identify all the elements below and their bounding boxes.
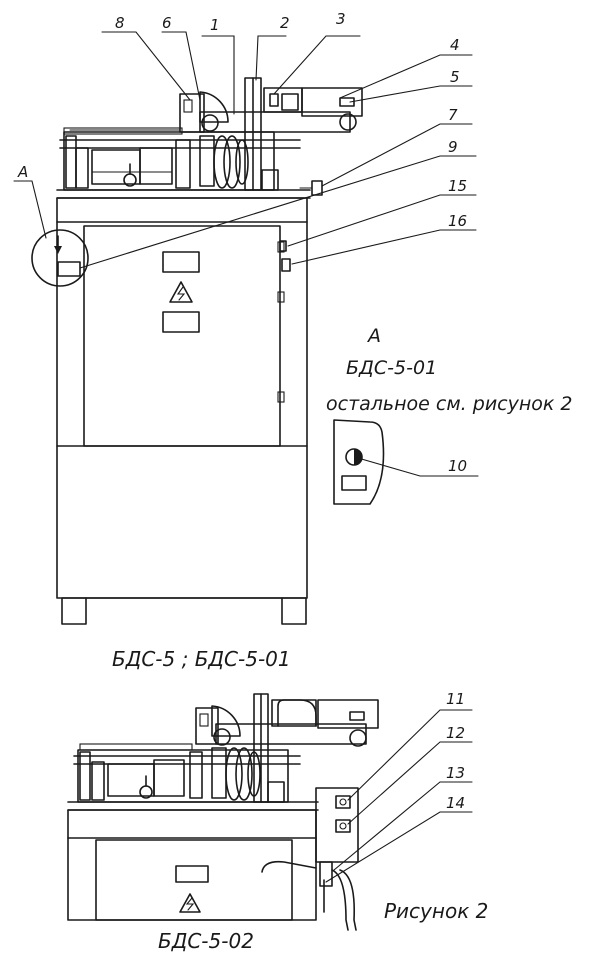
cable-hook: [261, 860, 317, 873]
leader-lines-bottom: [325, 709, 473, 883]
warning-triangle-bottom-icon: [179, 893, 201, 913]
callout-16: 16: [448, 212, 467, 230]
door-plaque-lower: [162, 311, 200, 333]
saw-blade-hub: [201, 114, 219, 132]
pulley: [213, 135, 231, 189]
control-button-12: [335, 819, 351, 833]
cabinet-body: [56, 197, 308, 599]
callout-3: 3: [336, 10, 346, 28]
detail-note: остальное см. рисунок 2: [326, 393, 573, 415]
switch-15: [279, 240, 287, 252]
callout-14: 14: [446, 794, 465, 812]
callout-7: 7: [448, 106, 458, 124]
detail-view-a: [333, 419, 479, 505]
callout-1: 1: [210, 16, 220, 34]
callout-6: 6: [162, 14, 172, 32]
leg-right: [281, 597, 307, 625]
callout-5: 5: [450, 68, 460, 86]
leader-lines-top: [13, 31, 477, 269]
callout-13: 13: [446, 764, 465, 782]
protractor-scale: [199, 91, 229, 123]
saw-guard: [179, 93, 205, 133]
callout-8: 8: [115, 14, 125, 32]
warning-triangle-icon: [169, 281, 193, 303]
plaque-bottom: [175, 865, 209, 883]
view-a-button: [57, 261, 81, 277]
detail-model: БДС-5-01: [346, 357, 437, 379]
callout-15: 15: [448, 177, 467, 195]
detail-letter: A: [366, 325, 381, 347]
callout-10: 10: [448, 457, 467, 475]
cabinet-door: [83, 225, 281, 447]
callout-2: 2: [280, 14, 290, 32]
view-a-detail-circle: [31, 229, 89, 287]
view-marker-a: A: [17, 163, 28, 181]
callout-11: 11: [446, 690, 465, 708]
control-box: [315, 787, 359, 863]
callout-12: 12: [446, 724, 465, 742]
callout-9: 9: [448, 138, 458, 156]
leg-left: [61, 597, 87, 625]
machine-top: [31, 77, 363, 625]
door-plaque-upper: [162, 251, 200, 273]
machine-bottom: [67, 693, 379, 931]
switch-16: [281, 258, 291, 272]
caption-top: БДС-5 ; БДС-5-01: [112, 647, 291, 671]
arm-pivot: [339, 113, 357, 131]
power-cable: [331, 869, 349, 931]
carriage: [63, 131, 275, 191]
detail-button: [341, 475, 367, 491]
detail-panel: [333, 419, 385, 505]
callout-4: 4: [450, 36, 460, 54]
control-button-11: [335, 795, 351, 809]
caption-bottom-model: БДС-5-02: [158, 929, 254, 953]
caption-figure: Рисунок 2: [384, 899, 488, 923]
